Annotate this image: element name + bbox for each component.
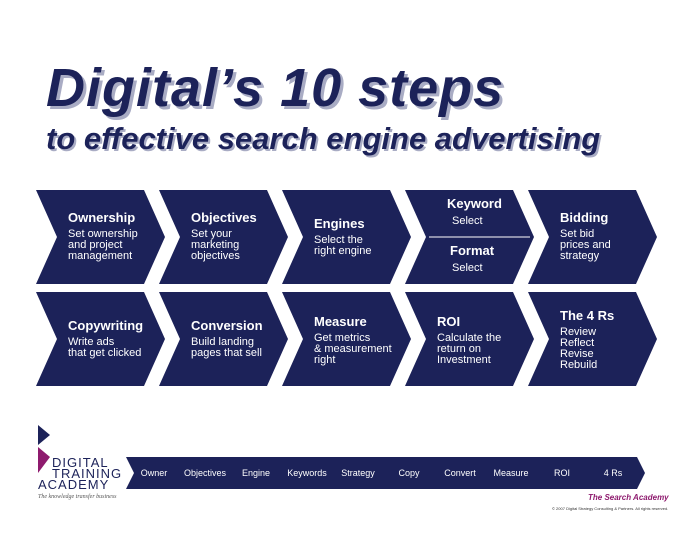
mini-step: Measure: [483, 457, 543, 489]
chevron-shape: [36, 190, 165, 284]
step-description: Set bid prices and strategy: [560, 228, 611, 262]
step-objectives: Objectives Set your marketing objectives: [159, 190, 288, 284]
step-heading: Bidding: [560, 210, 609, 225]
format-description: Select: [452, 262, 483, 274]
logo-mark-icon: [38, 425, 50, 473]
step-description: Write ads that get clicked: [68, 336, 142, 359]
mini-step-label: Copy: [398, 468, 420, 478]
chevron-shape: [282, 190, 411, 284]
chevron-shape: [405, 292, 534, 386]
step-heading: Ownership: [68, 210, 136, 225]
chevron-shape: [528, 190, 657, 284]
step-bidding: Bidding Set bid prices and strategy: [528, 190, 657, 284]
chevron-shape: [528, 292, 657, 386]
mini-step: Owner: [126, 457, 186, 489]
mini-chevron-shape: [432, 457, 492, 489]
step-engines: Engines Select the right engine: [282, 190, 411, 284]
step-heading: The 4 Rs: [560, 308, 615, 323]
page-title: Digital’s 10 steps: [46, 58, 505, 118]
mini-step-label: Strategy: [341, 468, 375, 478]
mini-step-label: ROI: [553, 468, 570, 478]
step-heading: Copywriting: [68, 318, 144, 333]
copyright-notice: © 2007 Digital Strategy Consulting & Par…: [552, 506, 669, 511]
step-description: Build landing pages that sell: [191, 336, 262, 359]
mini-step: Copy: [381, 457, 441, 489]
mini-step-label: Keywords: [287, 468, 327, 478]
mini-chevron-shape: [585, 457, 645, 489]
step-roi: ROI Calculate the return on Investment: [405, 292, 534, 386]
step-conversion: Conversion Build landing pages that sell: [159, 292, 288, 386]
brand-name: The Search Academy: [588, 493, 669, 502]
chevron-shape: [159, 190, 288, 284]
chevron-shape: [159, 292, 288, 386]
mini-chevron-shape: [534, 457, 594, 489]
mini-step-label: Engine: [241, 468, 271, 478]
step-ownership: Ownership Set ownership and project mana…: [36, 190, 165, 284]
keyword-heading: Keyword: [447, 196, 502, 211]
format-heading: Format: [450, 243, 495, 258]
mini-chevron-shape: [330, 457, 390, 489]
logo-text-digital: DIGITAL: [52, 455, 109, 470]
mini-step: ROI: [534, 457, 594, 489]
mini-chevron-shape: [381, 457, 441, 489]
mini-step-label: Convert: [444, 468, 476, 478]
step-description: Select the right engine: [314, 234, 372, 257]
step-measure: Measure Get metrics & measurement right: [282, 292, 411, 386]
step-description: Set your marketing objectives: [191, 228, 240, 262]
mini-step-label: Owner: [140, 468, 168, 478]
mini-step: Strategy: [330, 457, 390, 489]
step-copywriting: Copywriting Write ads that get clicked: [36, 292, 165, 386]
step-heading: Conversion: [191, 318, 263, 333]
mini-step: 4 Rs: [585, 457, 645, 489]
mini-step: Keywords: [279, 457, 339, 489]
mini-step-label: 4 Rs: [603, 468, 623, 478]
mini-chevron-shape: [126, 457, 186, 489]
mini-step: Convert: [432, 457, 492, 489]
mini-step-label: Objectives: [183, 468, 227, 478]
mini-chevron-shape: [483, 457, 543, 489]
step-description: Review Reflect Revise Rebuild: [560, 326, 598, 371]
keyword-description: Select: [452, 215, 483, 227]
step-description: Get metrics & measurement right: [314, 332, 392, 366]
logo-text-academy: ACADEMY: [38, 477, 110, 492]
logo-text-training: TRAINING: [52, 466, 123, 481]
mini-chevron-shape: [228, 457, 288, 489]
step-heading: ROI: [437, 314, 461, 329]
split-chevron-shape: [405, 190, 534, 284]
mini-chevron-shape: [279, 457, 339, 489]
step-description: Set ownership and project management: [68, 228, 138, 262]
step-heading: Measure: [314, 314, 367, 329]
mini-step: Engine: [228, 457, 288, 489]
step-the-4-rs: The 4 Rs Review Reflect Revise Rebuild: [528, 292, 657, 386]
chevron-shape: [282, 292, 411, 386]
step-keyword-format: Keyword Select Format Select: [405, 190, 534, 284]
page-subtitle: to effective search engine advertising: [46, 121, 601, 156]
mini-step: Objectives: [177, 457, 237, 489]
step-description: Calculate the return on Investment: [437, 332, 502, 366]
logo-tagline: The knowledge transfer business: [38, 494, 117, 500]
mini-step-label: Measure: [493, 468, 529, 478]
step-heading: Engines: [314, 216, 365, 231]
step-heading: Objectives: [191, 210, 257, 225]
mini-chevron-shape: [177, 457, 237, 489]
chevron-shape: [36, 292, 165, 386]
